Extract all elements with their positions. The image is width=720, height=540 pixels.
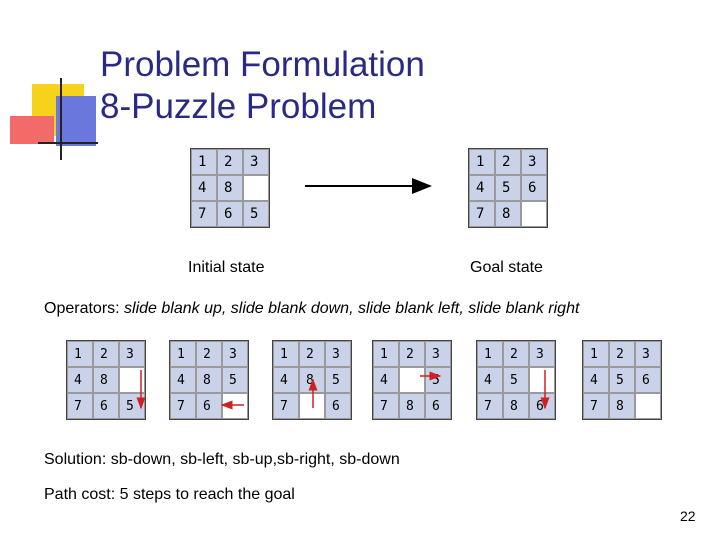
puzzle-tile: 7 bbox=[469, 201, 495, 227]
title-line-1: Problem Formulation bbox=[100, 45, 425, 84]
puzzle-tile: 3 bbox=[521, 149, 547, 175]
puzzle-tile: 8 bbox=[399, 393, 425, 419]
puzzle-tile: 6 bbox=[521, 175, 547, 201]
puzzle-tile: 6 bbox=[93, 393, 119, 419]
puzzle-tile: 1 bbox=[273, 341, 299, 367]
puzzle-tile: 1 bbox=[67, 341, 93, 367]
puzzle-tile: 4 bbox=[273, 367, 299, 393]
puzzle-tile: 7 bbox=[477, 393, 503, 419]
puzzle-tile: 3 bbox=[222, 341, 248, 367]
puzzle-tile: 3 bbox=[635, 341, 661, 367]
blank-tile bbox=[299, 393, 325, 419]
puzzle-tile: 8 bbox=[609, 393, 635, 419]
puzzle-tile: 2 bbox=[399, 341, 425, 367]
deco-red-block bbox=[10, 116, 54, 144]
solution-text: Solution: sb-down, sb-left, sb-up,sb-rig… bbox=[44, 451, 400, 468]
puzzle-tile: 8 bbox=[299, 367, 325, 393]
deco-blue-block bbox=[56, 96, 96, 146]
puzzle-tile: 5 bbox=[503, 367, 529, 393]
puzzle-tile: 3 bbox=[119, 341, 145, 367]
puzzle-tile: 4 bbox=[191, 175, 217, 201]
puzzle-tile: 1 bbox=[373, 341, 399, 367]
puzzle-tile: 7 bbox=[273, 393, 299, 419]
puzzle-tile: 5 bbox=[495, 175, 521, 201]
puzzle-tile: 6 bbox=[196, 393, 222, 419]
operators-list: slide blank up, slide blank down, slide … bbox=[124, 300, 580, 317]
puzzle-tile: 5 bbox=[119, 393, 145, 419]
puzzle-tile: 3 bbox=[243, 149, 269, 175]
blank-tile bbox=[222, 393, 248, 419]
puzzle-tile: 8 bbox=[93, 367, 119, 393]
page-title: Problem Formulation 8-Puzzle Problem bbox=[100, 44, 425, 128]
puzzle-tile: 7 bbox=[583, 393, 609, 419]
initial-state-label: Initial state bbox=[188, 259, 265, 276]
puzzle-tile: 6 bbox=[425, 393, 451, 419]
puzzle-tile: 2 bbox=[495, 149, 521, 175]
blank-tile bbox=[635, 393, 661, 419]
puzzle-tile: 6 bbox=[635, 367, 661, 393]
blank-tile bbox=[243, 175, 269, 201]
blank-tile bbox=[529, 367, 555, 393]
puzzle-tile: 6 bbox=[217, 201, 243, 227]
puzzle-tile: 7 bbox=[373, 393, 399, 419]
puzzle-tile: 7 bbox=[191, 201, 217, 227]
page-number: 22 bbox=[680, 508, 696, 524]
puzzle-tile: 2 bbox=[503, 341, 529, 367]
puzzle-tile: 1 bbox=[191, 149, 217, 175]
puzzle-tile: 8 bbox=[217, 175, 243, 201]
puzzle-tile: 2 bbox=[299, 341, 325, 367]
operators-prefix: Operators: bbox=[44, 300, 125, 317]
puzzle-tile: 5 bbox=[425, 367, 451, 393]
puzzle-tile: 2 bbox=[217, 149, 243, 175]
puzzle-tile: 5 bbox=[609, 367, 635, 393]
title-line-2: 8-Puzzle Problem bbox=[100, 87, 377, 126]
blank-tile bbox=[521, 201, 547, 227]
puzzle-tile: 5 bbox=[222, 367, 248, 393]
puzzle-tile: 8 bbox=[495, 201, 521, 227]
puzzle-tile: 4 bbox=[469, 175, 495, 201]
operators-text: Operators: slide blank up, slide blank d… bbox=[44, 300, 579, 318]
puzzle-tile: 5 bbox=[243, 201, 269, 227]
puzzle-tile: 4 bbox=[67, 367, 93, 393]
puzzle-tile: 4 bbox=[477, 367, 503, 393]
puzzle-tile: 8 bbox=[503, 393, 529, 419]
deco-horizontal-line bbox=[38, 142, 98, 144]
puzzle-tile: 7 bbox=[67, 393, 93, 419]
puzzle-tile: 2 bbox=[93, 341, 119, 367]
puzzle-tile: 5 bbox=[325, 367, 351, 393]
puzzle-tile: 3 bbox=[529, 341, 555, 367]
puzzle-tile: 6 bbox=[529, 393, 555, 419]
path-cost-text: Path cost: 5 steps to reach the goal bbox=[44, 486, 295, 503]
puzzle-tile: 4 bbox=[583, 367, 609, 393]
deco-vertical-line bbox=[60, 78, 62, 160]
blank-tile bbox=[119, 367, 145, 393]
puzzle-tile: 6 bbox=[325, 393, 351, 419]
puzzle-tile: 2 bbox=[196, 341, 222, 367]
puzzle-tile: 1 bbox=[477, 341, 503, 367]
puzzle-tile: 8 bbox=[196, 367, 222, 393]
puzzle-tile: 2 bbox=[609, 341, 635, 367]
puzzle-tile: 4 bbox=[373, 367, 399, 393]
puzzle-tile: 4 bbox=[170, 367, 196, 393]
puzzle-tile: 1 bbox=[469, 149, 495, 175]
puzzle-tile: 1 bbox=[170, 341, 196, 367]
puzzle-tile: 3 bbox=[425, 341, 451, 367]
goal-state-label: Goal state bbox=[470, 259, 543, 276]
puzzle-tile: 3 bbox=[325, 341, 351, 367]
puzzle-tile: 7 bbox=[170, 393, 196, 419]
blank-tile bbox=[399, 367, 425, 393]
puzzle-tile: 1 bbox=[583, 341, 609, 367]
